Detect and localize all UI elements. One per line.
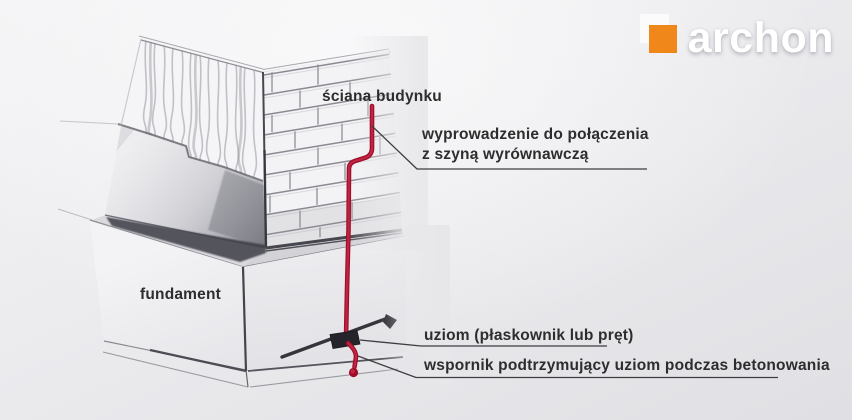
label-foundation: fundament	[140, 286, 222, 303]
leader-lines	[357, 125, 778, 379]
sketch-fade-wall	[348, 36, 428, 250]
label-lead-out-line2: z szyną wyrównawczą	[422, 146, 589, 163]
label-wall: ściana budynku	[322, 88, 442, 105]
support-bracket	[329, 330, 361, 349]
wall-left-face	[59, 38, 266, 248]
leader-earth-electrode	[359, 339, 607, 347]
earthing-wire	[343, 103, 375, 341]
archon-logo: archon	[638, 12, 834, 60]
label-earth-electrode: uziom (płaskownik lub pręt)	[424, 327, 634, 344]
archon-logo-mark	[639, 14, 677, 53]
label-lead-out-line1: wyprowadzenie do połączenia	[422, 126, 649, 143]
label-support-bracket: wspornik podtrzymujący uziom podczas bet…	[424, 357, 830, 374]
leader-lead-out	[371, 125, 647, 170]
leader-support-bracket	[357, 355, 778, 379]
earthing-wire-tail	[345, 340, 359, 378]
sketch-fade-foundation	[380, 225, 450, 385]
label-lead-out: wyprowadzenie do połączenia z szyną wyró…	[422, 125, 649, 165]
foundation-block	[90, 221, 407, 388]
archon-logo-text: archon	[687, 14, 834, 62]
wall-corner-shadow	[263, 149, 268, 249]
